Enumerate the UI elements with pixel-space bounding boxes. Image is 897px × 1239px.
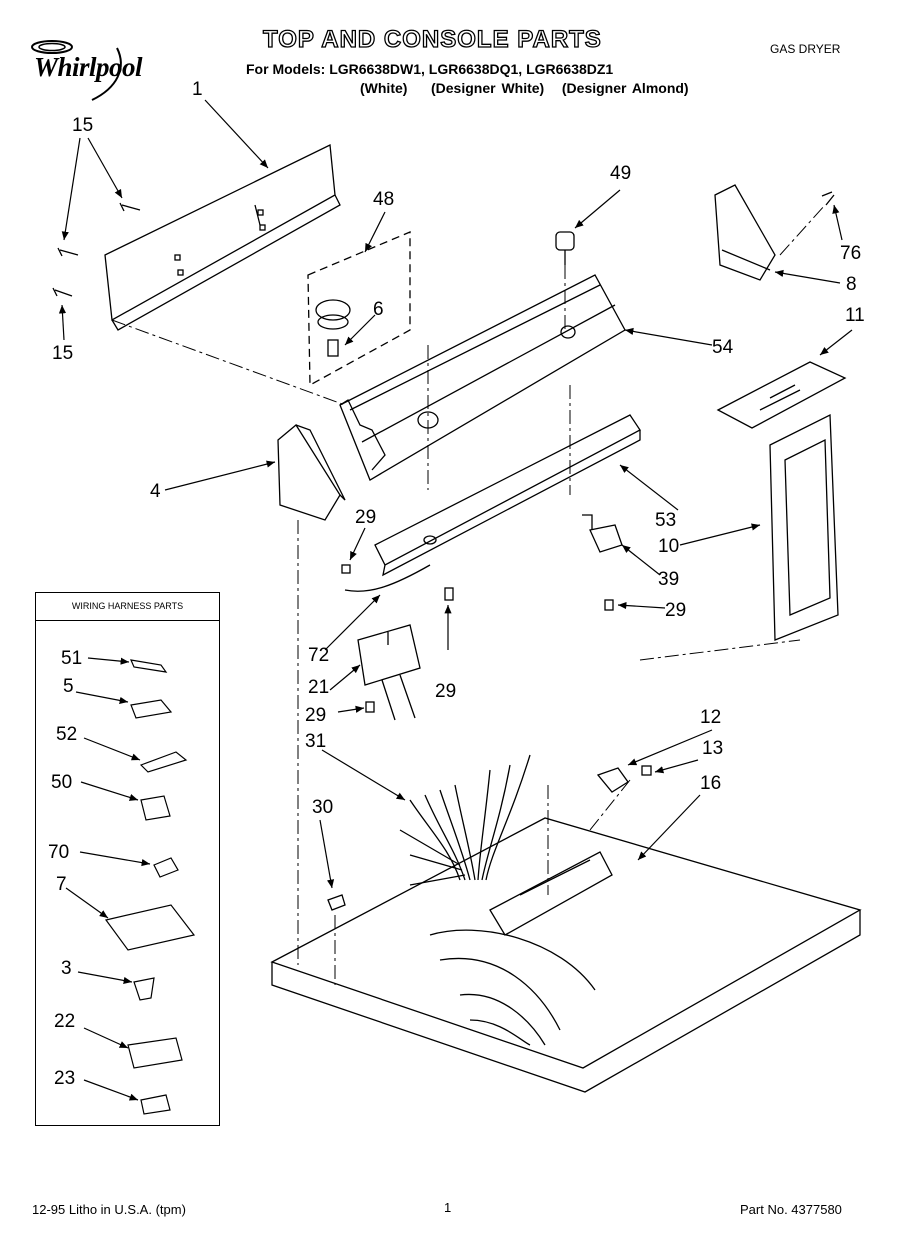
callout-54: 54 [712,337,734,358]
harness-callout-50: 50 [51,772,73,793]
kit-48-box [307,231,411,387]
harness-parts-art [65,657,196,1115]
product-type: GAS DRYER [770,42,841,56]
terminal-51-icon [130,659,168,673]
door-frame-10 [769,413,839,641]
callout-12: 12 [700,707,722,728]
screw-29-a [341,564,351,574]
footer-page-number: 1 [444,1200,452,1215]
end-cap-4 [277,424,346,521]
callout-15-top: 15 [72,115,94,136]
whirlpool-logo: Whirlpool [22,38,182,108]
housing-22-icon [127,1037,183,1069]
callout-15-bottom: 15 [52,343,74,364]
callout-76: 76 [840,243,862,264]
terminal-52-icon [139,751,188,773]
wire-harness-31 [399,754,596,1046]
callout-72: 72 [308,645,330,666]
wiring-harness-parts-box: WIRING HARNESS PARTS 51 5 52 50 70 7 [35,592,220,1126]
screw-15-top [119,202,141,212]
callout-49: 49 [610,163,632,184]
housing-23-icon [140,1094,171,1115]
footer-litho: 12-95 Litho in U.S.A. (tpm) [32,1202,186,1217]
screw-15-bottom [52,287,73,297]
callout-1: 1 [192,79,203,100]
harness-callout-70: 70 [48,842,70,863]
rear-bracket-part [104,144,341,331]
models-line: For Models: LGR6638DW1, LGR6638DQ1, LGR6… [246,61,614,77]
screw-13 [641,765,652,776]
harness-callout-23: 23 [54,1068,76,1089]
screw-15-mid [57,247,79,257]
callout-8: 8 [846,274,857,295]
callout-48: 48 [373,189,395,210]
top-panel-16 [270,817,862,1093]
connector-50-icon [140,795,171,821]
control-panel-53 [374,414,641,577]
callout-29-b: 29 [665,600,687,621]
part-6-shaft [327,339,339,357]
connector-70-icon [153,857,179,878]
callout-10: 10 [658,536,680,557]
clip-3-icon [133,977,155,1001]
callout-6: 6 [373,299,384,320]
harness-callout-5: 5 [63,676,74,697]
harness-callout-7: 7 [56,874,67,895]
knob-49 [555,231,575,265]
screw-76 [821,191,835,206]
callout-30: 30 [312,797,334,818]
callout-21: 21 [308,677,330,698]
switch-39 [582,514,623,553]
callout-31: 31 [305,731,327,752]
screw-29-b [604,599,614,611]
knob-part [315,299,351,321]
connector-5-icon [130,699,173,719]
bracket-8 [714,184,776,281]
logo-swoosh-icon [31,40,122,101]
callout-29-c: 29 [435,681,457,702]
harness-callout-22: 22 [54,1011,76,1032]
callout-29-a: 29 [355,507,377,528]
callout-39: 39 [658,569,680,590]
callout-4: 4 [150,481,161,502]
wire-72 [344,564,431,592]
colors-line: (White) (Designer White) (Designer Almon… [360,80,689,96]
footer-part-number: Part No. 4377580 [740,1202,842,1217]
screw-29-c [444,587,454,601]
block-7-icon [104,904,196,951]
harness-callout-52: 52 [56,724,78,745]
logo-wordmark: Whirlpool [34,52,143,82]
page-title: TOP AND CONSOLE PARTS [262,25,602,53]
harness-callout-3: 3 [61,958,72,979]
clip-30 [327,894,346,911]
callout-29-d: 29 [305,705,327,726]
callout-16: 16 [700,773,722,794]
callout-11: 11 [845,305,865,326]
harness-box-title: WIRING HARNESS PARTS [36,593,219,621]
timer-21 [357,624,421,721]
pad-11 [716,361,847,429]
callout-13: 13 [702,738,724,759]
harness-callout-51: 51 [61,648,83,669]
callout-53: 53 [655,510,677,531]
screw-29-d [365,701,375,713]
